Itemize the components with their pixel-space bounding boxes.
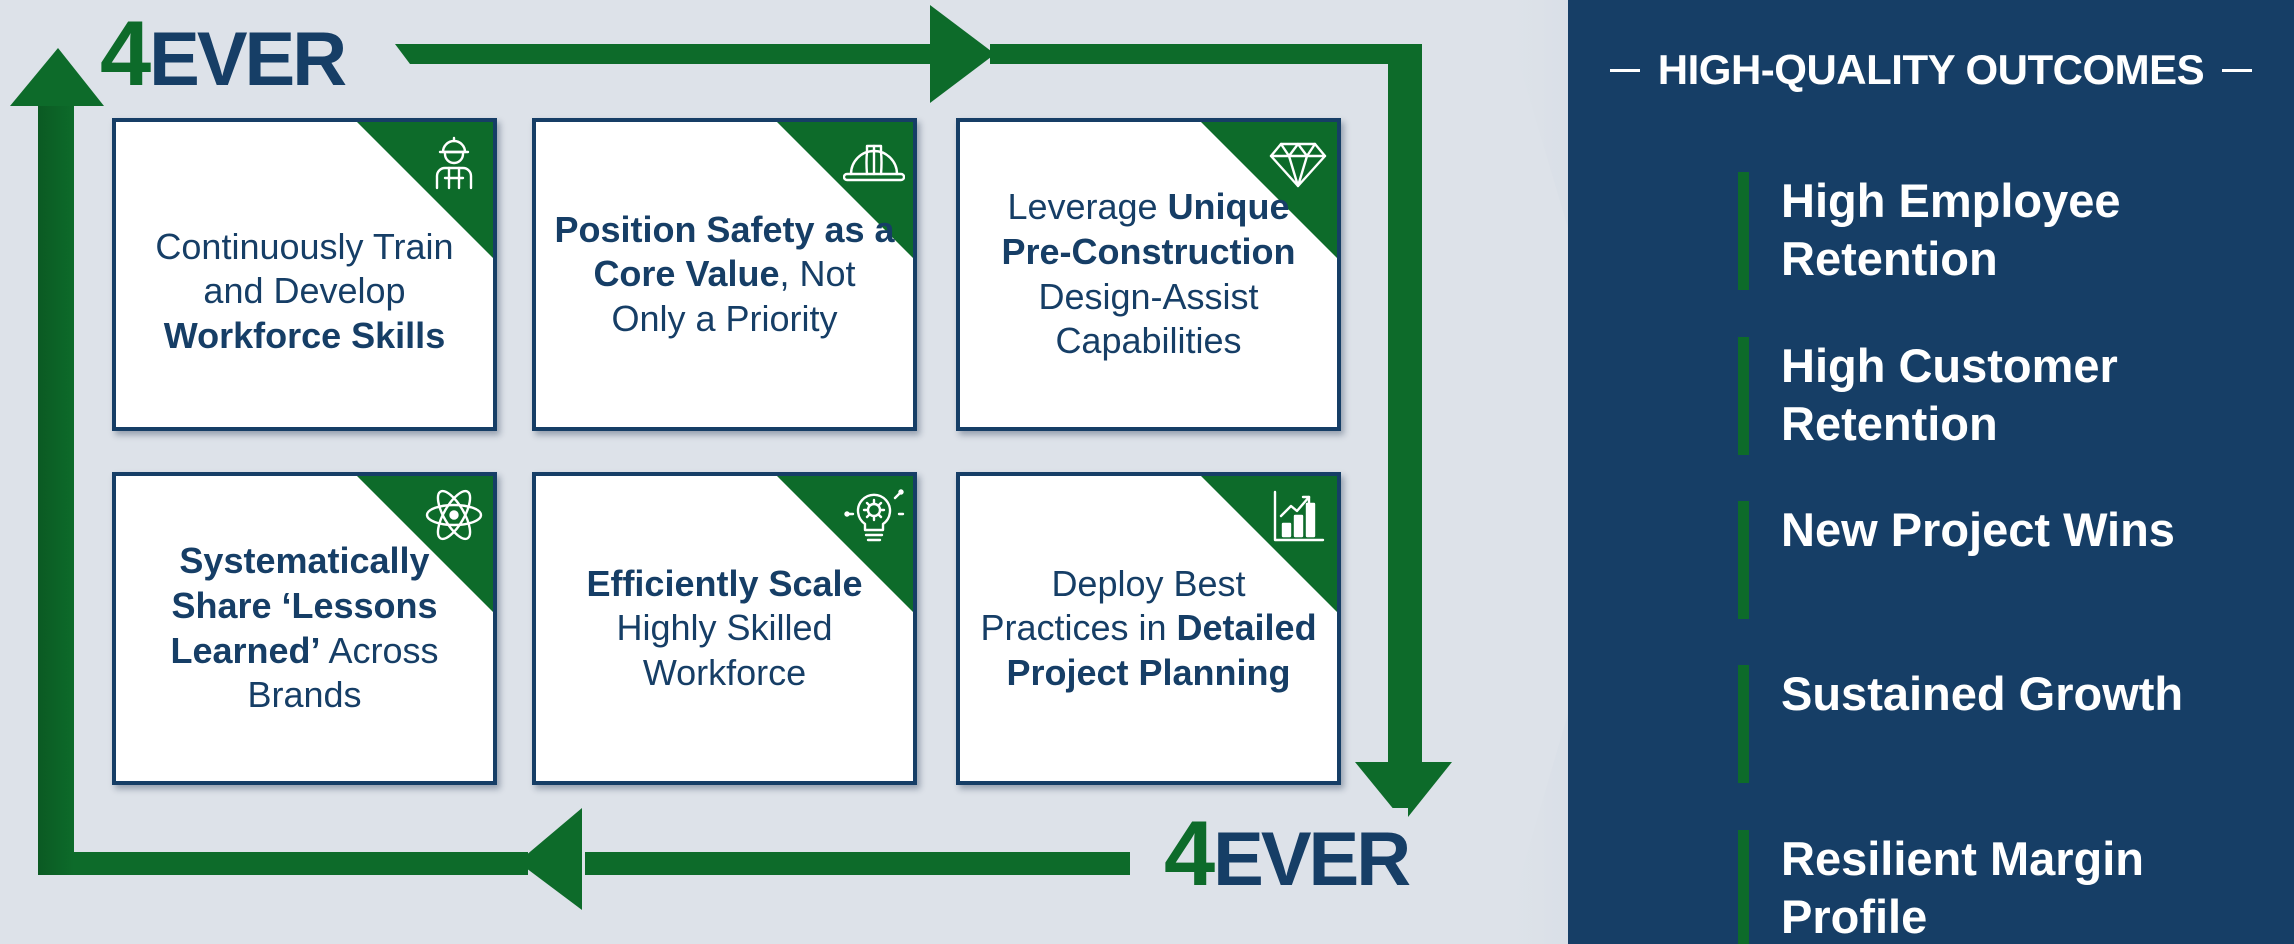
card-scale-workforce: Efficiently Scale Highly Skilled Workfor… (532, 472, 917, 785)
outcome-item: High Employee Retention (1738, 172, 2258, 290)
top-arrow-bar (395, 44, 935, 64)
card-text-bold: Systematically Share ‘Lessons Learned’ (170, 540, 438, 671)
growth-chart-icon (1273, 490, 1325, 542)
card-text-regular: Design-Assist Capabilities (1038, 275, 1259, 362)
atom-icon (425, 489, 483, 541)
bottom-arrow-head (518, 808, 582, 910)
left-arrow-bar (38, 98, 74, 875)
card-text-regular: Highly Skilled Workforce (616, 607, 833, 693)
card-text-regular: , Not Only a Priority (611, 253, 856, 339)
cycle-loop-arrows (10, 5, 1452, 910)
right-arrow-head (1355, 762, 1452, 822)
outcome-item: New Project Wins (1738, 501, 2258, 619)
bottom-arrow-bar-right (585, 852, 1130, 875)
logo-number: 4 (100, 3, 151, 105)
card-text: Efficiently Scale Highly Skilled Workfor… (554, 476, 895, 781)
logo-number: 4 (1164, 803, 1215, 905)
header-dash-left (1609, 68, 1640, 72)
card-project-planning: Deploy Best Practices in Detailed Projec… (956, 472, 1341, 785)
outcomes-title: HIGH-QUALITY OUTCOMES (1657, 46, 2205, 93)
hard-hat-icon (843, 144, 905, 182)
card-text: Systematically Share ‘Lessons Learned’ A… (134, 476, 475, 781)
top-arrow-head (930, 5, 995, 103)
card-text: Deploy Best Practices in Detailed Projec… (978, 476, 1319, 781)
card-text-bold: Efficiently Scale (586, 562, 863, 604)
card-text-regular: Leverage (1007, 186, 1168, 228)
card-text-bold: Detailed Project Planning (1006, 607, 1317, 693)
card-text: Leverage Unique Pre-Construction Design-… (978, 122, 1319, 427)
lightbulb-gear-icon (844, 489, 905, 542)
diamond-icon (1269, 142, 1327, 188)
outcome-item: High Customer Retention (1738, 337, 2258, 455)
outcome-item: Sustained Growth (1738, 665, 2258, 783)
card-text-bold: Unique Pre-Construction (1001, 186, 1296, 272)
brand-logo-bottom: 4EVER (1156, 808, 1411, 902)
brand-logo-top: 4EVER (100, 8, 359, 102)
card-safety-core-value: Position Safety as a Core Value, Not Onl… (532, 118, 917, 431)
card-lessons-learned: Systematically Share ‘Lessons Learned’ A… (112, 472, 497, 785)
card-text-bold: Position Safety as a Core Value (554, 208, 895, 295)
left-arrow-head (10, 48, 104, 106)
outcomes-header: HIGH-QUALITY OUTCOMES (1568, 46, 2294, 94)
card-text-regular: Across Brands (247, 629, 439, 716)
logo-word: EVER (1213, 817, 1411, 902)
construction-worker-icon (435, 136, 473, 190)
card-text: Continuously Train and Develop Workforce… (134, 122, 475, 427)
bottom-arrow-bar-left (38, 852, 528, 875)
header-dash-right (2222, 68, 2253, 72)
card-text: Position Safety as a Core Value, Not Onl… (554, 122, 895, 427)
right-arrow-bar (1388, 44, 1422, 764)
card-workforce-skills: Continuously Train and Develop Workforce… (112, 118, 497, 431)
logo-word: EVER (149, 17, 347, 102)
card-pre-construction: Leverage Unique Pre-Construction Design-… (956, 118, 1341, 431)
card-text-bold: Workforce Skills (163, 314, 446, 356)
outcomes-panel: HIGH-QUALITY OUTCOMES High Employee Rete… (1568, 0, 2294, 944)
top-right-bar (990, 44, 1422, 64)
card-text-regular: Continuously Train and Develop (155, 225, 454, 312)
outcome-item: Resilient Margin Profile (1738, 830, 2258, 944)
card-text-regular: Deploy Best Practices in (980, 562, 1246, 649)
